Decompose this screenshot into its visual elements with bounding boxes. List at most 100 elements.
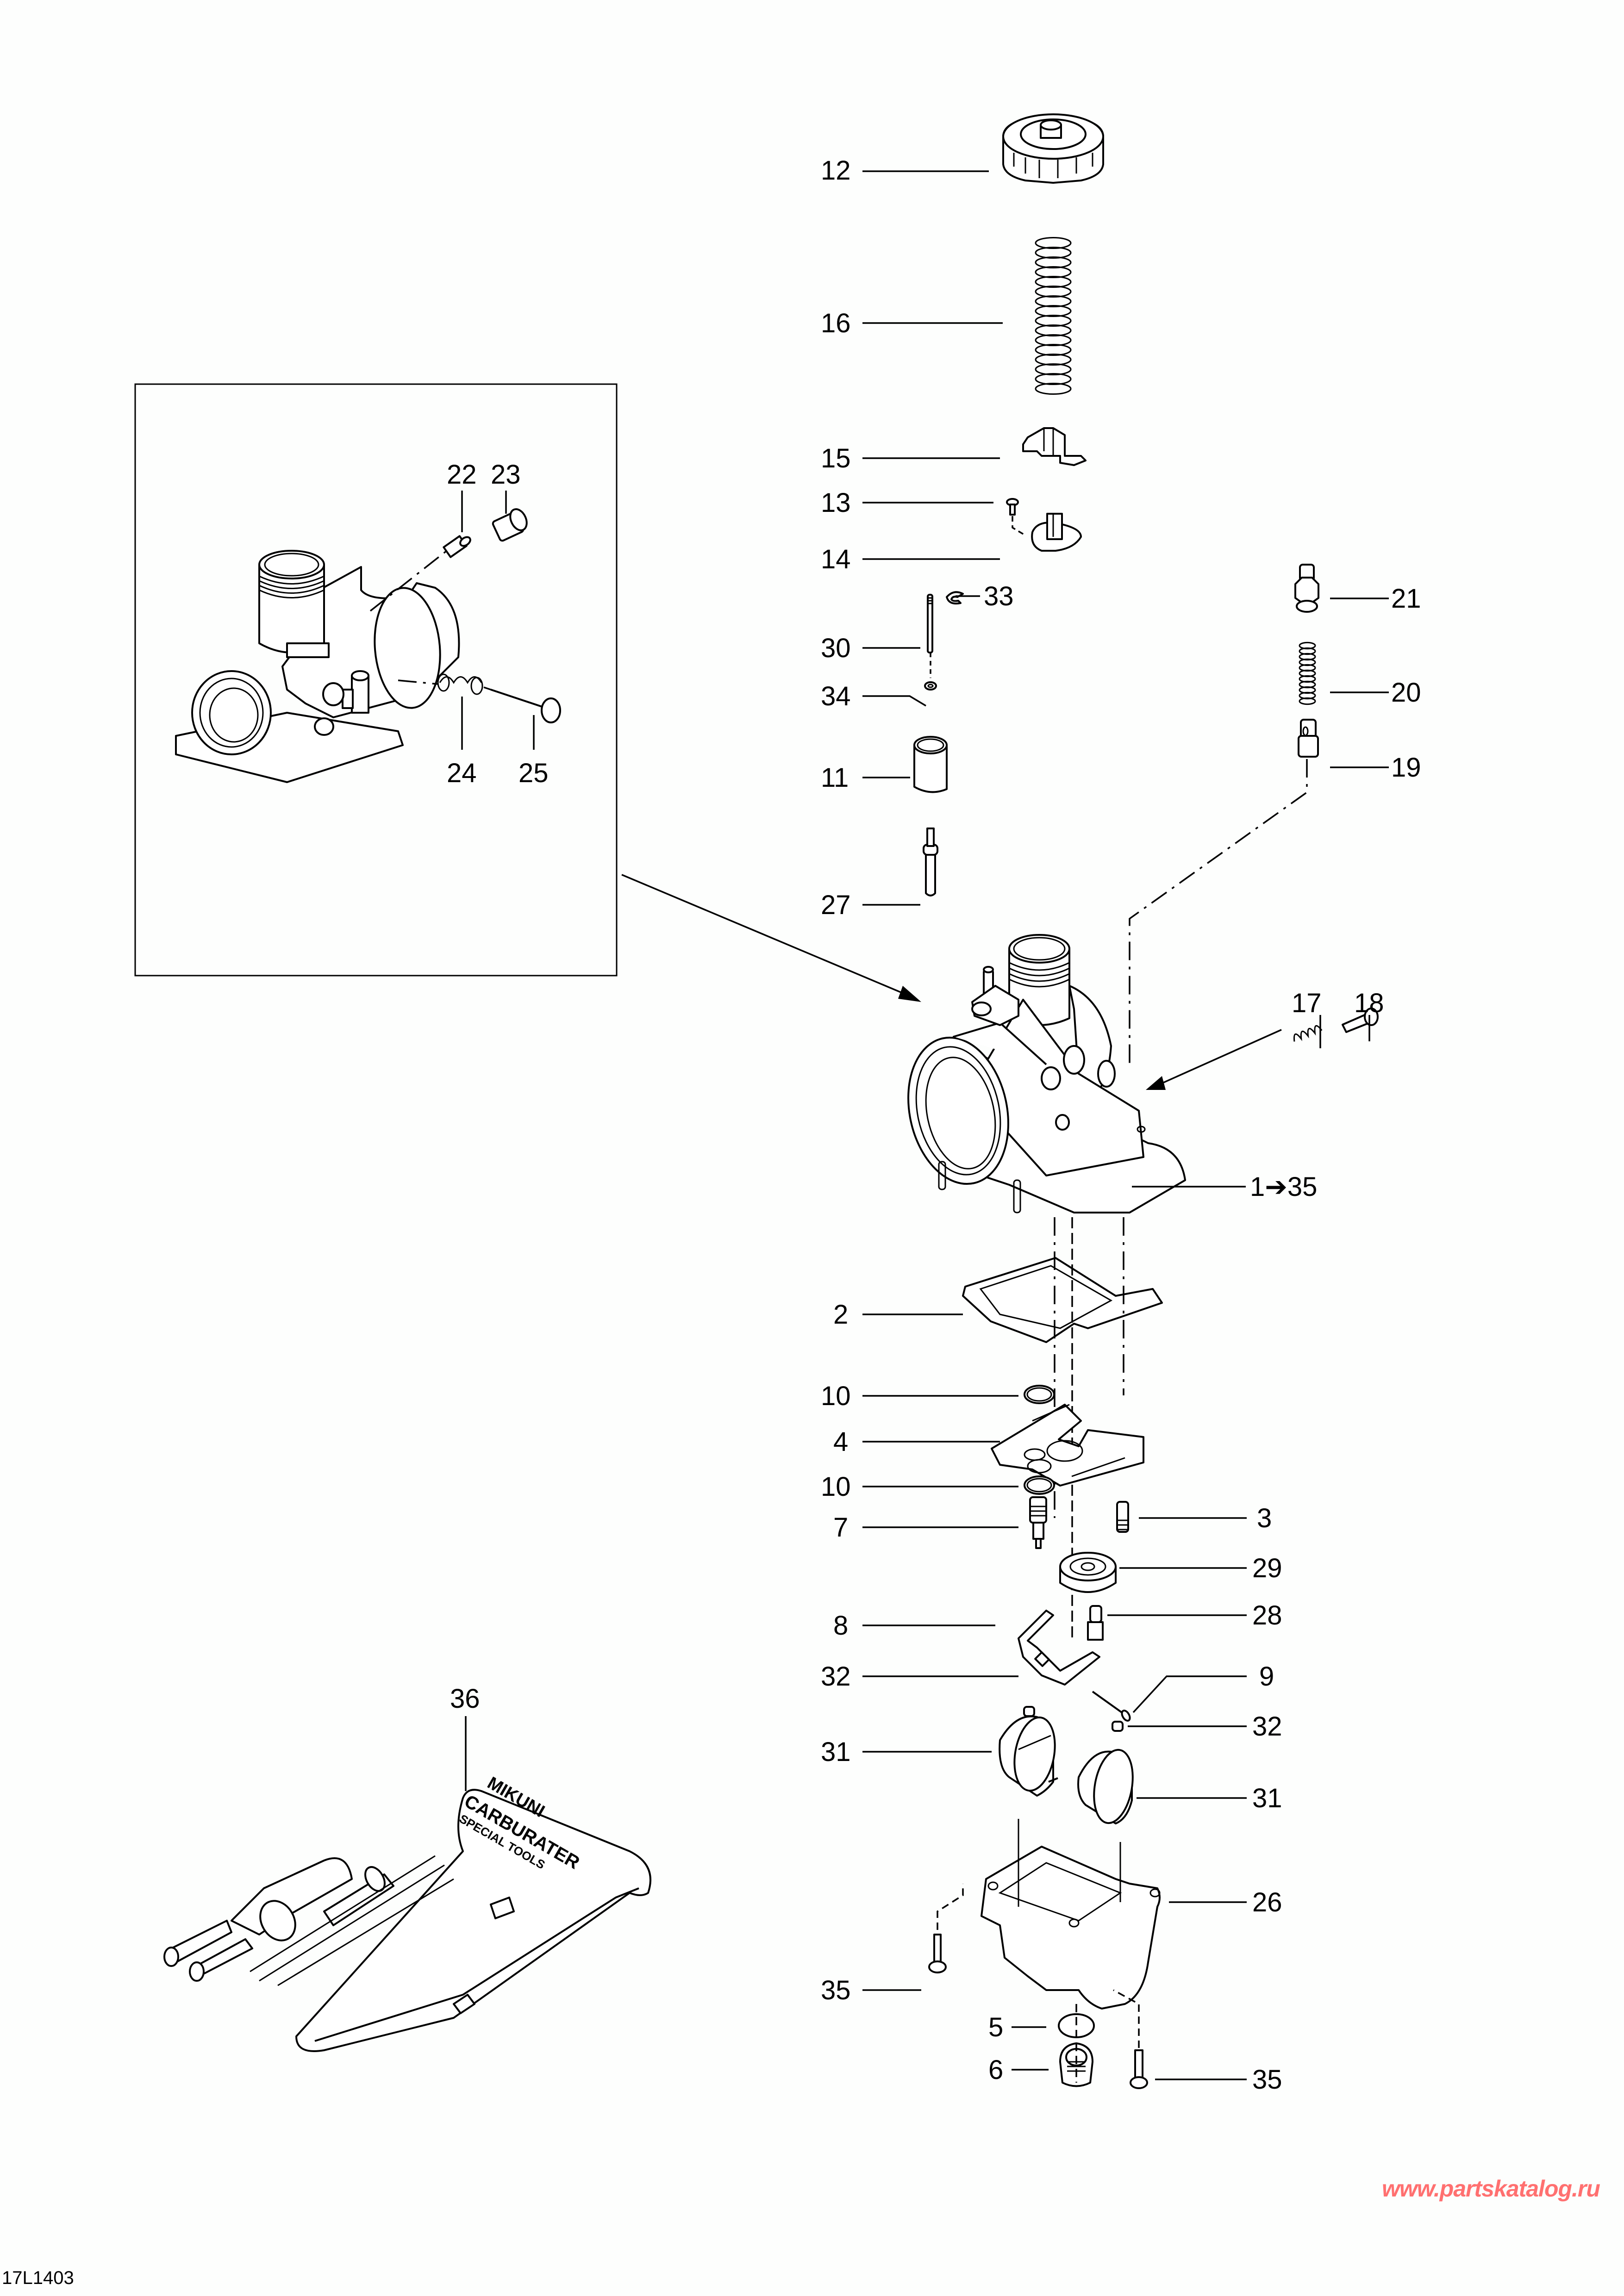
spring-coil	[1035, 314, 1072, 327]
part-35-screw-right	[1113, 1989, 1148, 2089]
part-29-baffle	[1059, 1552, 1117, 1593]
part-11-throttle-slide	[913, 736, 948, 793]
callout-labels: 12 16 15 13 14 33 30 34 11 27 21 20 19 1…	[450, 156, 1421, 2095]
spring-coil	[1035, 285, 1072, 298]
spring-coil	[1299, 697, 1316, 705]
part-10-o-ring-upper	[1024, 1385, 1055, 1404]
callout-23: 23	[491, 460, 521, 490]
callout-4: 4	[833, 1427, 848, 1457]
callout-18: 18	[1354, 988, 1384, 1018]
part-36-special-tool-kit: MIKUNI CARBURATER SPECIAL TOOLS	[163, 1773, 651, 2052]
callout-28: 28	[1252, 1600, 1282, 1630]
part-19-plunger	[1298, 719, 1319, 758]
inset-carb-illustration	[175, 550, 460, 783]
part-25-needle-screw	[490, 689, 561, 723]
callout-25: 25	[518, 758, 549, 788]
callout-31-left: 31	[821, 1737, 851, 1767]
part-24-spring	[437, 673, 483, 695]
callout-27: 27	[821, 890, 851, 920]
part-31-float-right	[1077, 1748, 1134, 1824]
spring-coil	[1035, 334, 1072, 347]
spring-coil	[1035, 236, 1072, 249]
part-12-top-cap	[1002, 113, 1104, 184]
callout-36: 36	[450, 1684, 480, 1714]
part-17-spring	[1293, 1025, 1323, 1042]
part-33-e-clip	[946, 591, 964, 605]
part-35-screw-left	[928, 1884, 964, 1973]
callout-14: 14	[821, 544, 851, 574]
part-34-washer	[924, 681, 937, 691]
part-21-cable-adjuster	[1294, 564, 1319, 613]
leader-lines	[862, 170, 1389, 2080]
part-26-float-bowl	[981, 1819, 1161, 2010]
callout-2: 2	[833, 1300, 848, 1330]
callout-19: 19	[1391, 753, 1421, 783]
part-27-needle-jet	[923, 828, 938, 896]
part-31-float-left	[999, 1715, 1058, 1797]
spring-coil	[1035, 373, 1072, 386]
callout-8: 8	[833, 1611, 848, 1641]
watermark-url: www.partskatalog.ru	[1382, 2176, 1600, 2202]
spring-coil	[1035, 275, 1072, 288]
inset-pointer-arrow	[621, 874, 921, 1002]
spring-coil	[1035, 324, 1072, 337]
spring-coil	[1035, 305, 1072, 317]
callout-32-right: 32	[1252, 1711, 1282, 1742]
spring-coil	[1035, 246, 1072, 259]
part-28-main-jet	[1087, 1605, 1104, 1641]
part-9-float-pin	[1092, 1691, 1131, 1722]
callout-34: 34	[821, 681, 851, 711]
callout-12: 12	[821, 156, 851, 186]
spring-coil	[1035, 363, 1072, 376]
part-3-pilot-jet	[1116, 1501, 1129, 1533]
part-4-plate	[991, 1404, 1144, 1487]
inset-detail-box	[134, 383, 618, 977]
callout-7: 7	[833, 1512, 848, 1543]
callout-16: 16	[821, 308, 851, 338]
part-2-gasket	[962, 1257, 1163, 1343]
callout-5: 5	[988, 2012, 1003, 2042]
part-20-spring	[1299, 641, 1316, 705]
callout-31-right: 31	[1252, 1783, 1282, 1813]
callout-11: 11	[821, 763, 849, 793]
part-22-screw	[443, 535, 471, 558]
callout-20: 20	[1391, 678, 1421, 708]
part-16-spring	[1035, 236, 1072, 395]
callout-22: 22	[447, 460, 477, 490]
callout-1-to-35: 1➔35	[1250, 1172, 1317, 1202]
part-8-float-arm	[1018, 1610, 1100, 1686]
callout-15: 15	[821, 443, 851, 473]
part-10-o-ring-lower	[1024, 1475, 1055, 1495]
spring-coil	[1035, 343, 1072, 356]
inset-parts	[369, 508, 561, 723]
inset-callouts: 22 23 24 25	[447, 460, 549, 788]
callout-30: 30	[821, 633, 851, 663]
callout-10-lower: 10	[821, 1472, 851, 1502]
callout-29: 29	[1252, 1553, 1282, 1583]
callout-3: 3	[1257, 1503, 1272, 1533]
pilot-screw-pointer-arrow	[1146, 1029, 1282, 1090]
callout-33: 33	[984, 581, 1014, 611]
spring-coil	[1035, 382, 1072, 395]
spring-coil	[1035, 256, 1072, 269]
part-1-carburetor-body	[907, 934, 1186, 1213]
part-23-cap	[492, 508, 528, 542]
part-32-float-cap-left	[1023, 1706, 1035, 1717]
spring-coil	[1035, 353, 1072, 366]
callout-35-right: 35	[1252, 2065, 1282, 2095]
part-30-needle	[927, 594, 933, 653]
part-32-float-cap-right	[1112, 1721, 1124, 1732]
callout-24: 24	[447, 758, 477, 788]
callout-35-left: 35	[821, 1975, 851, 2005]
callout-9: 9	[1259, 1661, 1274, 1692]
part-13-screw	[1006, 498, 1024, 535]
part-15-bracket	[1022, 427, 1087, 466]
part-14-plate	[1031, 513, 1082, 552]
spring-coil	[1035, 295, 1072, 308]
callout-13: 13	[821, 488, 851, 518]
spring-coil	[1035, 266, 1072, 279]
callout-32-left: 32	[821, 1661, 851, 1692]
callout-6: 6	[988, 2055, 1003, 2085]
callout-21: 21	[1391, 584, 1421, 614]
